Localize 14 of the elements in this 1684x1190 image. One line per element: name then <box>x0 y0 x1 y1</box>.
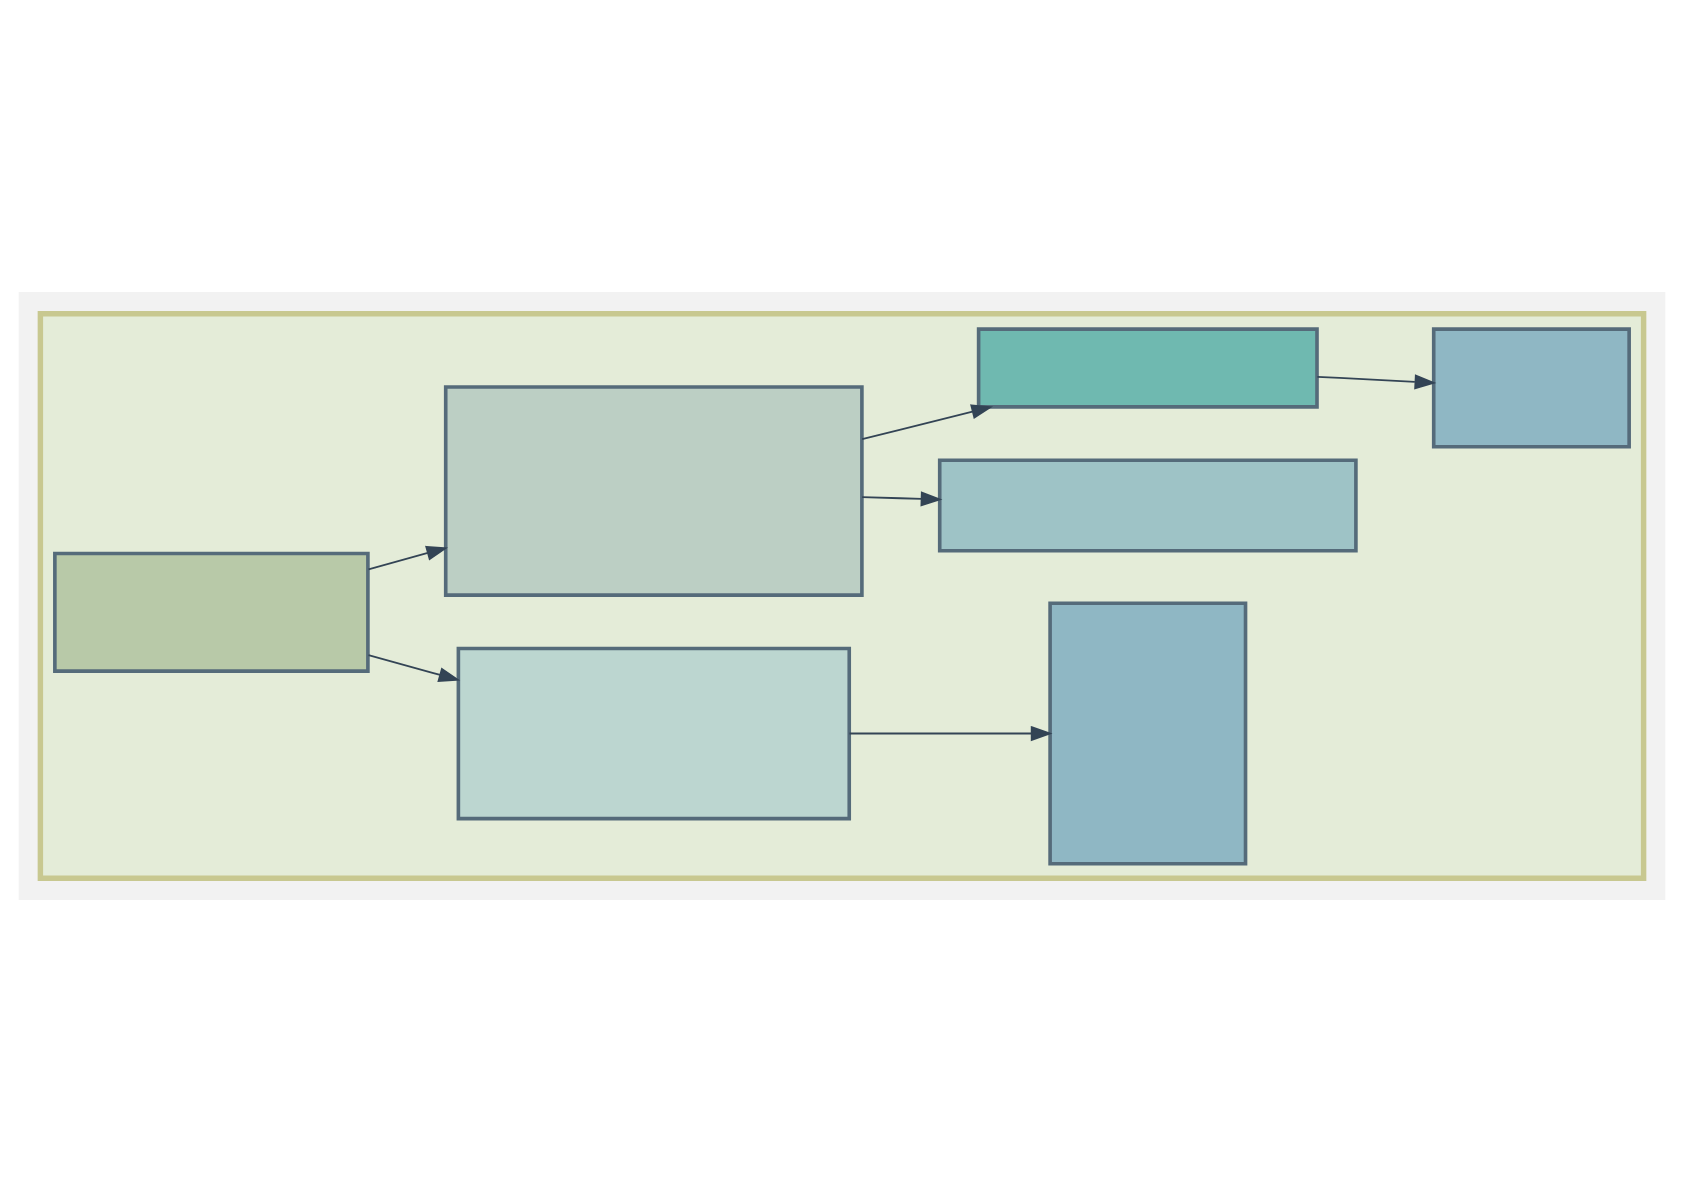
arrow <box>861 490 943 506</box>
arrow <box>367 544 449 570</box>
arrow <box>848 724 1053 741</box>
node-box <box>1048 600 1248 865</box>
node-box <box>1431 326 1631 448</box>
node-box <box>443 384 864 596</box>
arrow <box>367 653 461 682</box>
node-box <box>53 550 370 672</box>
node-box <box>456 645 852 820</box>
arrow <box>1316 373 1437 389</box>
arrow <box>861 403 993 440</box>
node-box <box>937 457 1358 552</box>
cluster <box>37 310 1647 880</box>
node-box <box>976 326 1319 408</box>
